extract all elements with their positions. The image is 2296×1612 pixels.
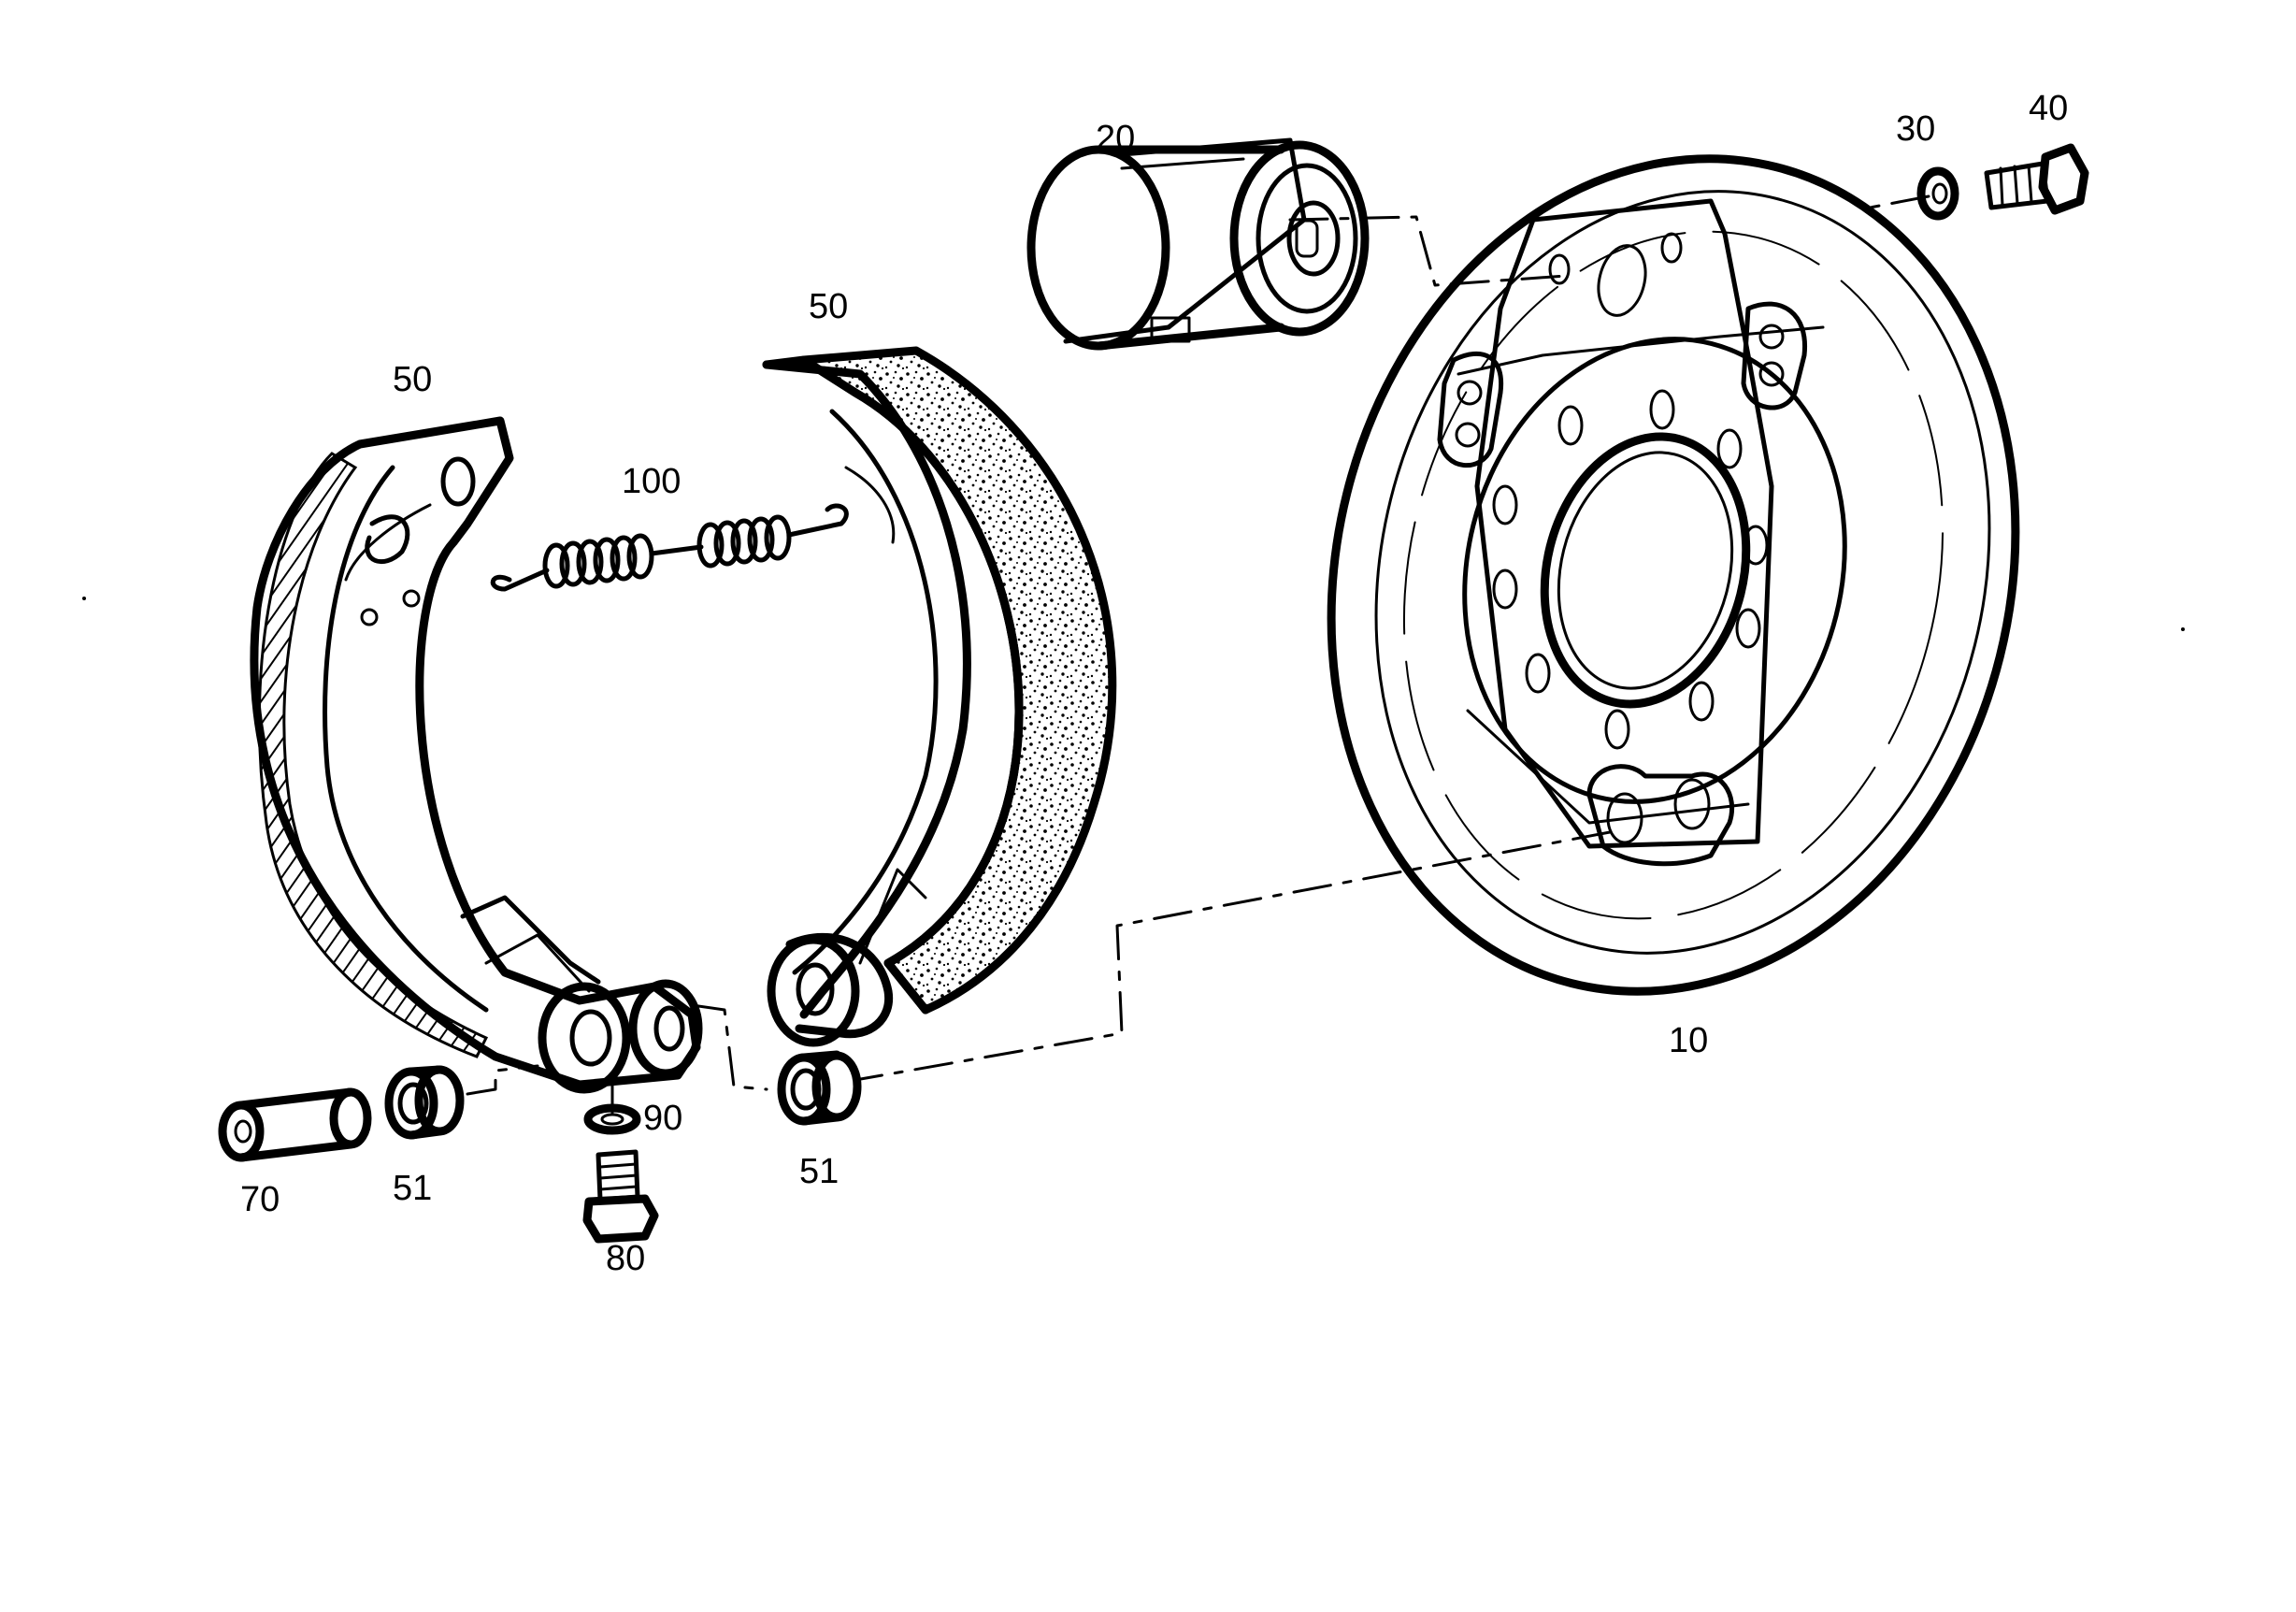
bushing-right bbox=[777, 1050, 862, 1126]
callout-40: 40 bbox=[2029, 89, 2068, 128]
callout-51-left: 51 bbox=[393, 1169, 432, 1208]
brake-shoe-right bbox=[762, 346, 1117, 1047]
flange-bolt-holes bbox=[1492, 389, 1769, 750]
callout-50-left: 50 bbox=[393, 360, 432, 399]
bushing-left bbox=[384, 1065, 465, 1140]
callout-50-right: 50 bbox=[809, 287, 848, 326]
callout-10: 10 bbox=[1669, 1021, 1708, 1060]
wheel-cylinder bbox=[1026, 137, 1370, 351]
callout-labels: 10 20 30 40 50 50 51 51 70 80 90 100 bbox=[240, 89, 2068, 1278]
return-spring bbox=[491, 503, 849, 592]
spring-washer bbox=[1916, 166, 1959, 221]
leader-lines bbox=[466, 194, 1930, 1115]
backing-plate bbox=[1327, 154, 2020, 996]
pivot-pin bbox=[218, 1087, 372, 1162]
callout-20: 20 bbox=[1096, 119, 1135, 158]
hex-screw bbox=[582, 1149, 659, 1244]
callout-30: 30 bbox=[1896, 109, 1935, 149]
callout-70: 70 bbox=[240, 1180, 280, 1219]
callout-80: 80 bbox=[606, 1239, 645, 1278]
brake-shoe-left bbox=[250, 416, 703, 1094]
hex-bolt bbox=[1984, 143, 2089, 215]
callout-100: 100 bbox=[622, 462, 681, 501]
callout-90: 90 bbox=[643, 1099, 682, 1138]
callout-51-right: 51 bbox=[799, 1152, 839, 1191]
